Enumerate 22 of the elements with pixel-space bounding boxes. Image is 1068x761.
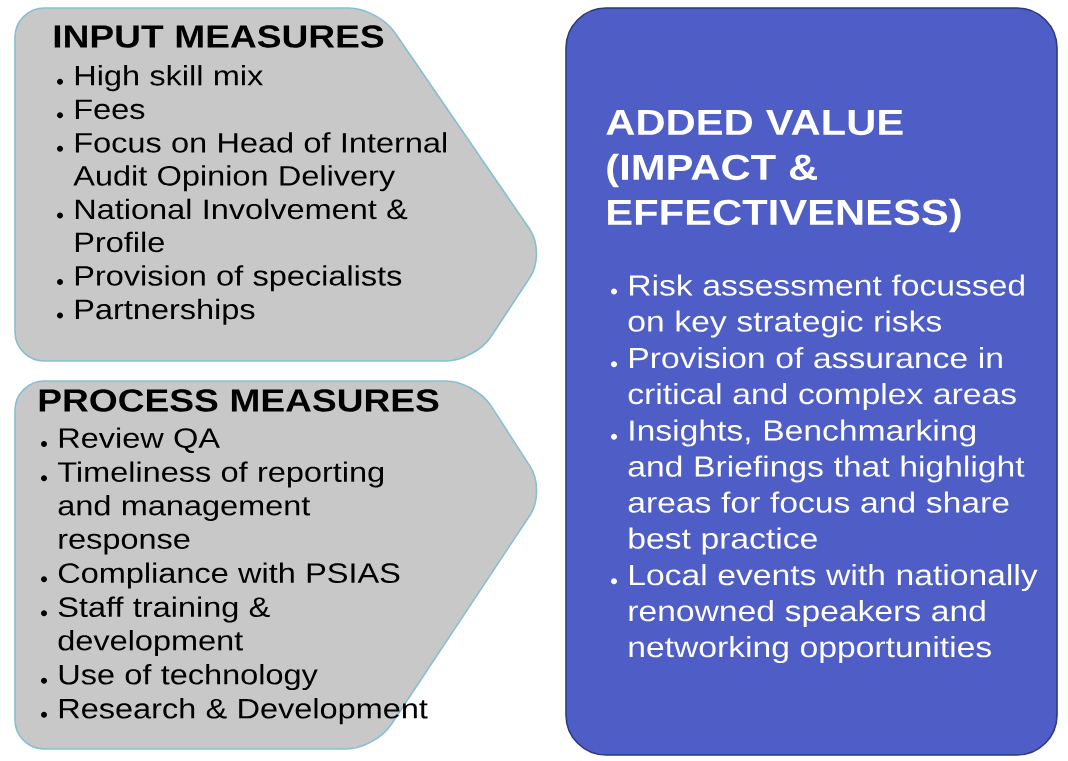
bullet-item: Provision of assurance in critical and complex areas <box>628 347 1016 411</box>
bullet-item: Use of technology <box>59 664 318 691</box>
bullet-item: Research & Development <box>59 698 428 725</box>
bullet-item: Partnerships <box>75 298 255 325</box>
bullet-item: Provision of specialists <box>75 265 402 292</box>
heading: PROCESS MEASURES <box>39 389 439 412</box>
bullet-item: National Involvement & Profile <box>75 198 408 253</box>
bullet-item: Fees <box>75 99 145 120</box>
bullet-item: Timeliness of reporting and management response <box>58 461 384 555</box>
bullet-item: Focus on Head of Internal Audit Opinion Delivery <box>73 132 446 192</box>
bullet-item: Review QA <box>59 427 220 453</box>
chevron-shape <box>14 380 538 750</box>
chevron-shape <box>14 7 538 362</box>
bullet-item: Compliance with PSIAS <box>58 562 400 589</box>
bullet-item: Local events with nationally renowned speakers and networking opportunities <box>629 564 1038 664</box>
heading: ADDED VALUE (IMPACT & EFFECTIVENESS) <box>606 110 961 233</box>
bullet-item: High skill mix <box>75 65 263 92</box>
bullet-item: Risk assessment focussed on key strategic risks <box>628 274 1024 338</box>
heading: INPUT MEASURES <box>54 25 384 48</box>
rounded-panel <box>565 7 1058 756</box>
bullet-item: Insights, Benchmarking and Briefings that highlight areas for focus and share best practice <box>628 419 1025 555</box>
bullet-item: Staff training & development <box>58 596 270 657</box>
